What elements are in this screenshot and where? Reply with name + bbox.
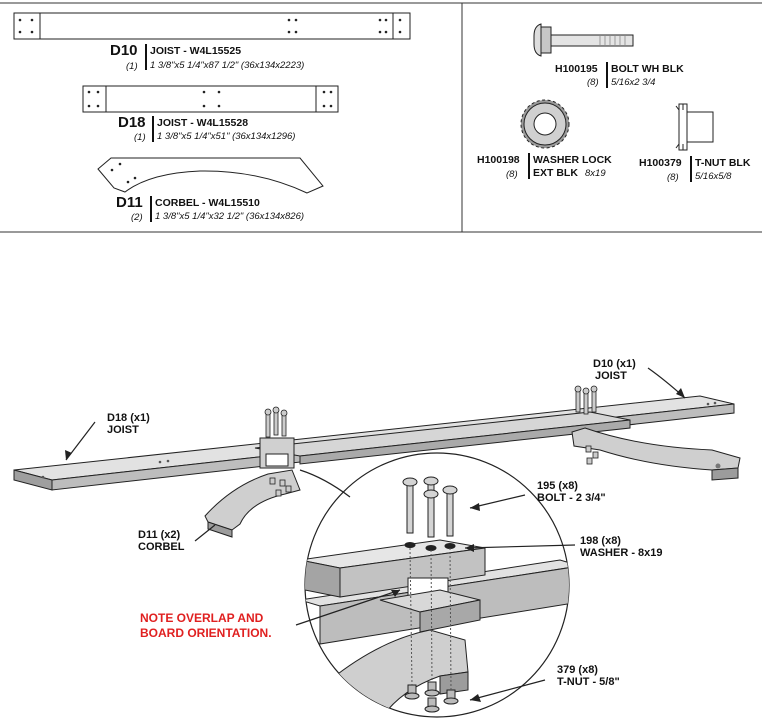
callout-tnut-line1: 379 (x8)	[557, 664, 598, 676]
d18-qty: (1)	[134, 132, 146, 143]
callout-d18-line2: JOIST	[107, 424, 139, 436]
tnut-hardware-drawing	[675, 103, 714, 151]
d10-dims: 1 3/8"x5 1/4"x87 1/2" (36x134x2223)	[150, 60, 305, 71]
callout-tnut: 379 (x8) T-NUT - 5/8"	[557, 664, 620, 688]
h198-code: H100198	[477, 154, 520, 166]
d18-code: D18	[118, 114, 146, 131]
callout-d11-line2: CORBEL	[138, 541, 185, 553]
overlap-note: NOTE OVERLAP AND BOARD ORIENTATION.	[140, 611, 272, 641]
callout-washer-line1: 198 (x8)	[580, 535, 621, 547]
callout-d11: D11 (x2) CORBEL	[138, 529, 184, 553]
d10-code: D10	[110, 42, 138, 59]
bolt-stack-right	[574, 385, 599, 465]
h195-code: H100195	[555, 63, 598, 75]
callout-d18-line1: D18 (x1)	[107, 412, 150, 424]
overlap-note-line2: BOARD ORIENTATION.	[140, 626, 272, 640]
leader-arrowheads	[65, 388, 685, 702]
h195-dims: 5/16x2 3/4	[611, 77, 656, 88]
bolt-hardware-drawing	[533, 23, 634, 57]
callout-d10-line2: JOIST	[595, 370, 627, 382]
d18-divider	[152, 116, 154, 142]
d10-qty: (1)	[126, 61, 138, 72]
d11-qty: (2)	[131, 212, 143, 223]
callout-tnut-line2: T-NUT - 5/8"	[557, 676, 620, 688]
d10-board-drawing	[13, 12, 411, 40]
h198-divider	[528, 153, 530, 179]
callout-bolt-line1: 195 (x8)	[537, 480, 578, 492]
h195-divider	[606, 62, 608, 88]
callout-d11-line1: D11 (x2)	[138, 529, 181, 541]
callout-d10: D10 (x1) JOIST	[593, 358, 636, 382]
d10-name: JOIST - W4L15525	[150, 45, 242, 57]
assembly-joist-d18	[254, 411, 631, 469]
h198-name-line2: EXT BLK	[533, 167, 578, 179]
callout-washer: 198 (x8) WASHER - 8x19	[580, 535, 663, 559]
d10-divider	[145, 44, 147, 70]
washer-hardware-drawing	[520, 99, 570, 149]
leader-lines	[65, 367, 686, 701]
h195-name: BOLT WH BLK	[611, 63, 684, 75]
h379-name: T-NUT BLK	[695, 157, 751, 169]
callout-d18: D18 (x1) JOIST	[107, 412, 150, 436]
detail-circle	[304, 452, 570, 718]
h379-dims: 5/16x5/8	[695, 171, 732, 182]
frame-lines	[0, 2, 762, 233]
h198-qty: (8)	[506, 169, 518, 180]
h198-dims: 8x19	[585, 168, 606, 179]
bolt-stack-left	[264, 406, 292, 497]
d11-divider	[150, 196, 152, 222]
h379-qty: (8)	[667, 172, 679, 183]
d18-dims: 1 3/8"x5 1/4"x51" (36x134x1296)	[157, 131, 296, 142]
d11-code: D11	[116, 194, 143, 211]
h379-code: H100379	[639, 157, 682, 169]
d11-name: CORBEL - W4L15510	[155, 197, 260, 209]
d18-board-drawing	[82, 85, 339, 113]
callout-d10-line1: D10 (x1)	[593, 358, 636, 370]
h198-name-line1: WASHER LOCK	[533, 154, 612, 166]
d18-name: JOIST - W4L15528	[157, 117, 249, 129]
d11-corbel-drawing	[97, 157, 324, 194]
overlap-note-line1: NOTE OVERLAP AND	[140, 611, 264, 625]
callout-bolt: 195 (x8) BOLT - 2 3/4"	[537, 480, 606, 504]
assembly-corbel-right	[571, 427, 741, 481]
assembly-corbel-left	[204, 469, 301, 538]
d11-dims: 1 3/8"x5 1/4"x32 1/2" (36x134x826)	[155, 211, 305, 222]
h379-divider	[690, 156, 692, 182]
callout-bolt-line2: BOLT - 2 3/4"	[537, 492, 606, 504]
h195-qty: (8)	[587, 77, 599, 88]
callout-washer-line2: WASHER - 8x19	[580, 547, 663, 559]
